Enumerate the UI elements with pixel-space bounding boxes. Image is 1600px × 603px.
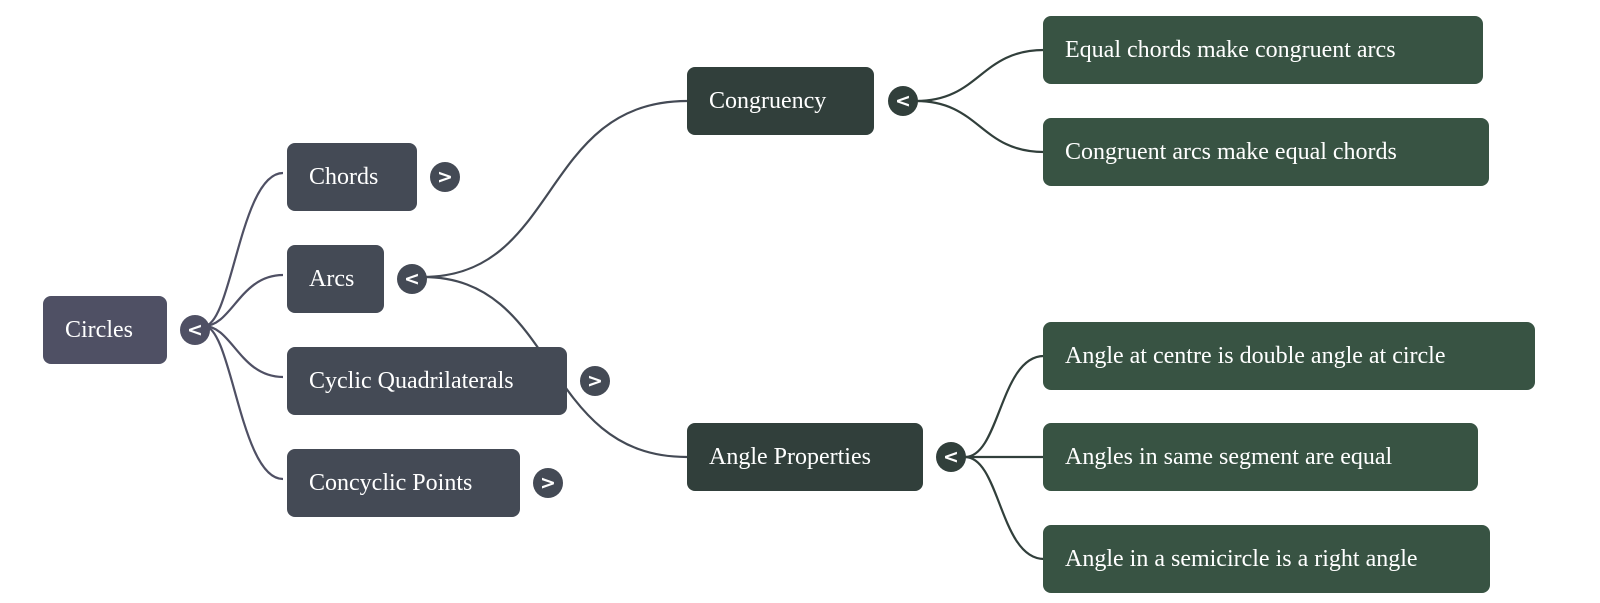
expand-toggle-cyclic-quadrilaterals[interactable]: >: [580, 366, 610, 396]
node-concyclic-points[interactable]: Concyclic Points: [287, 449, 520, 517]
node-label: Arcs: [309, 265, 355, 292]
collapse-toggle-congruency[interactable]: <: [888, 86, 918, 116]
node-label: Angles in same segment are equal: [1065, 443, 1393, 470]
expand-toggle-chords[interactable]: >: [430, 162, 460, 192]
chevron-left-icon: <: [895, 89, 911, 112]
chevron-left-icon: <: [187, 318, 203, 341]
node-cyclic-quadrilaterals[interactable]: Cyclic Quadrilaterals: [287, 347, 567, 415]
edge-arcs-congruency: [422, 99, 688, 279]
node-label: Angle in a semicircle is a right angle: [1065, 545, 1418, 572]
edge-semicircle: [964, 455, 1045, 561]
node-label: Cyclic Quadrilaterals: [309, 367, 514, 394]
node-equal-chords[interactable]: Equal chords make congruent arcs: [1043, 16, 1483, 84]
edge-circles-concyclic: [203, 324, 284, 481]
node-circles[interactable]: Circles: [43, 296, 167, 364]
node-congruent-arcs[interactable]: Congruent arcs make equal chords: [1043, 118, 1489, 186]
node-label: Circles: [65, 316, 133, 343]
chevron-left-icon: <: [943, 445, 959, 468]
node-label: Chords: [309, 163, 379, 190]
edge-circles-cyclic: [203, 324, 284, 379]
edge-congruency-congruent-arcs: [915, 99, 1045, 154]
chevron-right-icon: >: [437, 165, 453, 188]
node-semicircle[interactable]: Angle in a semicircle is a right angle: [1043, 525, 1490, 593]
node-angle-centre[interactable]: Angle at centre is double angle at circl…: [1043, 322, 1535, 390]
chevron-left-icon: <: [404, 267, 420, 290]
edge-circles-chords: [203, 171, 284, 328]
chevron-right-icon: >: [540, 471, 556, 494]
node-chords[interactable]: Chords: [287, 143, 417, 211]
node-angle-properties[interactable]: Angle Properties: [687, 423, 923, 491]
node-label: Concyclic Points: [309, 469, 473, 496]
node-label: Congruency: [709, 87, 827, 114]
chevron-right-icon: >: [587, 369, 603, 392]
node-label: Angle Properties: [709, 443, 871, 470]
node-same-segment[interactable]: Angles in same segment are equal: [1043, 423, 1478, 491]
collapse-toggle-circles[interactable]: <: [180, 315, 210, 345]
node-label: Congruent arcs make equal chords: [1065, 138, 1397, 165]
edge-angle-centre: [964, 354, 1045, 459]
collapse-toggle-arcs[interactable]: <: [397, 264, 427, 294]
node-arcs[interactable]: Arcs: [287, 245, 384, 313]
collapse-toggle-angle-properties[interactable]: <: [936, 442, 966, 472]
expand-toggle-concyclic-points[interactable]: >: [533, 468, 563, 498]
node-label: Equal chords make congruent arcs: [1065, 36, 1396, 63]
edge-circles-arcs: [203, 273, 284, 328]
edge-congruency-equal-chords: [915, 48, 1045, 103]
node-label: Angle at centre is double angle at circl…: [1065, 342, 1446, 369]
node-congruency[interactable]: Congruency: [687, 67, 874, 135]
